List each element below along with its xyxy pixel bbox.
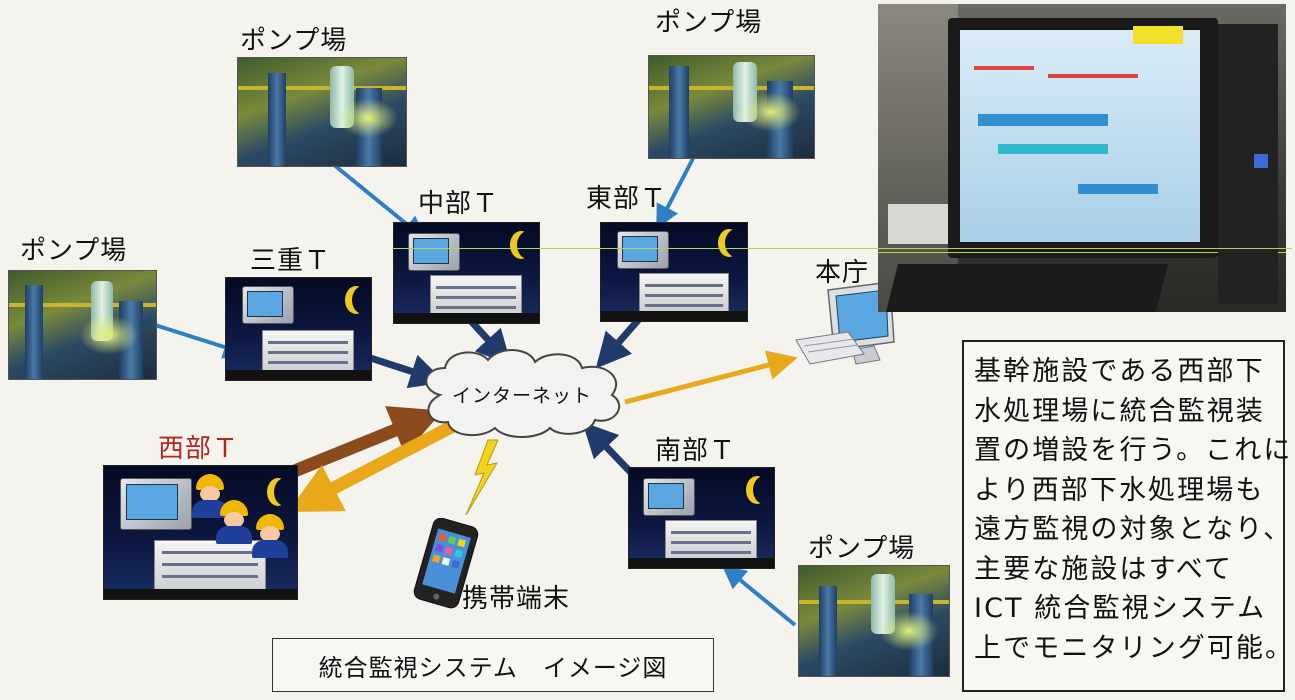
pump-station-photo-4 xyxy=(798,565,950,677)
pump-station-label-4: ポンプ場 xyxy=(808,534,916,564)
pump-station-label-2: ポンプ場 xyxy=(655,8,763,38)
tobu-label: 東部Ｔ xyxy=(586,184,668,214)
description-line: 遠方監視の対象となり、 xyxy=(974,514,1293,545)
mie-plant-image xyxy=(225,277,372,381)
nanbu-plant-image xyxy=(628,467,775,569)
caption-box: 統合監視システム イメージ図 xyxy=(272,638,714,692)
description-line: 基幹施設である西部下 xyxy=(974,356,1265,387)
description-line: 置の増設を行う。これに xyxy=(974,435,1293,466)
arrow-pump-to-nanbu xyxy=(721,564,797,627)
arrow-internet-to-honcho xyxy=(624,350,798,405)
pump-station-label-3: ポンプ場 xyxy=(20,236,128,266)
lightning-bolt xyxy=(465,439,499,516)
description-line: ICT 統合監視システム xyxy=(974,593,1267,624)
description-line: 主要な施設はすべて xyxy=(974,553,1233,585)
chubu-plant-image xyxy=(393,222,540,324)
caption-text: 統合監視システム イメージ図 xyxy=(318,653,668,682)
arrow-seibu-to-internet xyxy=(289,406,444,479)
tobu-plant-image xyxy=(600,222,748,322)
pump-station-label-1: ポンプ場 xyxy=(240,26,348,56)
mie-label: 三重Ｔ xyxy=(250,246,332,276)
chubu-label: 中部Ｔ xyxy=(418,189,500,219)
honcho-pc-icon xyxy=(795,281,895,365)
internet-label: インターネット xyxy=(452,385,593,407)
description-box: 基幹施設である西部下 水処理場に統合監視装 置の増設を行う。これに より西部下水… xyxy=(962,340,1295,692)
honcho-label: 本庁 xyxy=(815,258,870,288)
guide-line xyxy=(392,248,1292,249)
mobile-device-icon xyxy=(413,518,479,609)
arrow-internet-to-seibu xyxy=(287,419,458,512)
mobile-label: 携帯端末 xyxy=(462,584,571,614)
pump-station-photo-1 xyxy=(237,57,407,167)
internet-cloud xyxy=(425,349,620,438)
description-line: より西部下水処理場も xyxy=(974,474,1265,506)
description-line: 上でモニタリング可能。 xyxy=(974,632,1295,664)
pump-station-photo-2 xyxy=(648,55,815,159)
nanbu-label: 南部Ｔ xyxy=(655,436,737,466)
seibu-label: 西部Ｔ xyxy=(158,434,240,464)
arrow-chubu-to-internet xyxy=(467,317,512,366)
arrow-tobu-to-internet xyxy=(595,315,643,369)
description-line: 水処理場に統合監視装 xyxy=(974,395,1265,427)
monitoring-room-photo xyxy=(878,4,1286,312)
seibu-plant-image xyxy=(103,465,298,600)
pump-station-photo-3 xyxy=(8,270,157,380)
